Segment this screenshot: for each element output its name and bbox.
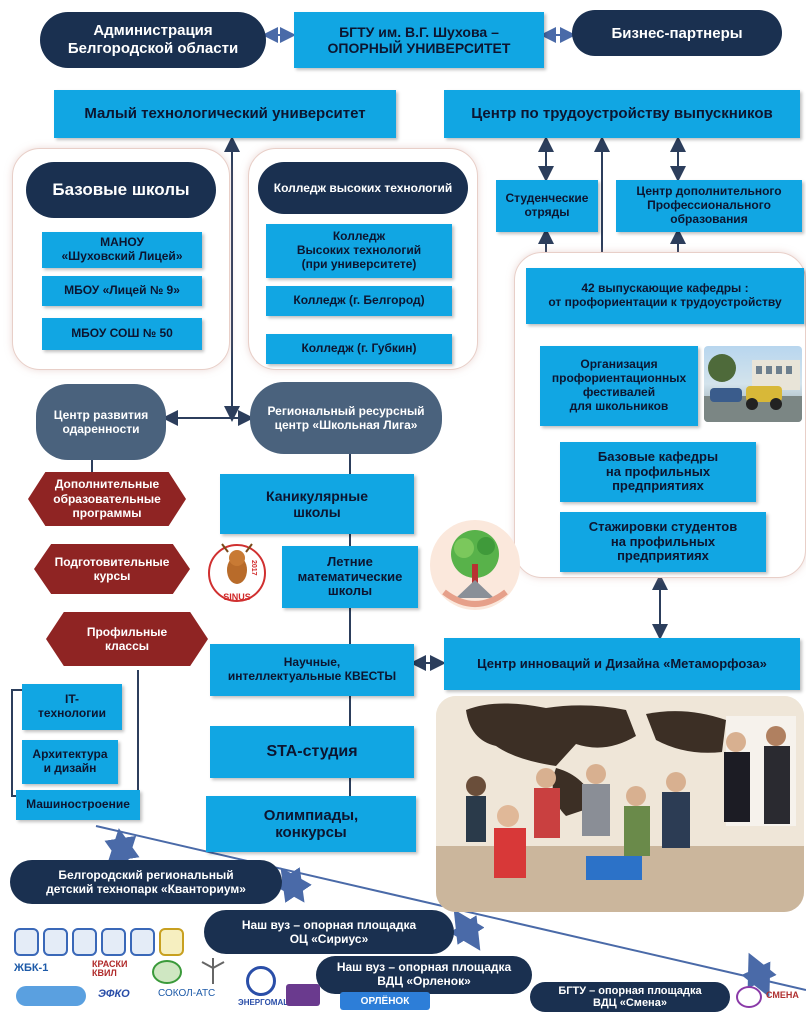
purple-logo-icon [286,984,320,1006]
regional-center-node: Региональный ресурсный центр «Школьная Л… [250,382,442,454]
kvantum-icon [14,928,39,956]
technopark-node: Белгородский региональный детский техноп… [10,860,282,904]
tree-logo [430,520,520,610]
classroom-photo [436,696,804,912]
wind-turbine-icon [198,958,228,984]
kvantum-icon [159,928,184,956]
program-hexagon: Профильные классы [46,612,208,666]
holiday-schools-node: Каникулярные школы [220,474,414,534]
pink-logo-icon [736,986,762,1008]
sinus-year: 2017 [250,560,257,576]
college-item: Колледж (г. Губкин) [266,334,452,364]
talent-center-node: Центр развития одаренности [36,384,166,460]
sirius-node: Наш вуз – опорная площадка ОЦ «Сириус» [204,910,454,954]
kvantum-icon [101,928,126,956]
kvantum-icon [43,928,68,956]
specialization-item: Машиностроение [16,790,140,820]
festival-photo [704,346,802,422]
program-hexagon: Подготовительные курсы [34,544,190,594]
school-item: МБОУ СОШ № 50 [42,318,202,350]
sinus-text: SINUS [223,592,251,602]
logo-zhbk: ЖБК-1 [14,962,49,974]
orlenok-node: Наш вуз – опорная площадка ВДЦ «Орленок» [316,956,532,994]
program-hexagon: Дополнительные образовательные программы [28,472,186,526]
college-item: Колледж (г. Белгород) [266,286,452,316]
sta-studio-node: STA-студия [210,726,414,778]
summer-schools-node: Летние математические школы [282,546,418,608]
university-node: БГТУ им. В.Г. Шухова – ОПОРНЫЙ УНИВЕРСИТ… [294,12,544,68]
logo-kraski: КРАСКИ КВИЛ [92,959,128,979]
logo-sokol: СОКОЛ-АТС [158,988,216,999]
departments-node: 42 выпускающие кафедры : от профориентац… [526,268,804,324]
college-title: Колледж высоких технологий [258,162,468,214]
leaf-logo-icon [152,960,182,984]
specialization-item: IT- технологии [22,684,122,730]
swirl-logo-icon [16,986,86,1006]
logo-smena: СМЕНА [766,990,799,1000]
school-item: МАНОУ «Шуховский Лицей» [42,232,202,268]
smena-node: БГТУ – опорная площадка ВДЦ «Смена» [530,982,730,1012]
base-departments-node: Базовые кафедры на профильных предприяти… [560,442,756,502]
extra-education-node: Центр дополнительного Профессионального … [616,180,802,232]
admin-node: Администрация Белгородской области [40,12,266,68]
festivals-node: Организация профориентационных фестивале… [540,346,698,426]
kvantorium-logos [14,928,184,956]
logo-orlenok: ОРЛЁНОК [340,992,430,1010]
quests-node: Научные, интеллектуальные КВЕСТЫ [210,644,414,696]
school-item: МБОУ «Лицей № 9» [42,276,202,306]
student-teams-node: Студенческие отряды [496,180,598,232]
specialization-item: Архитектура и дизайн [22,740,118,784]
small-university-node: Малый технологический университет [54,90,396,138]
logo-energomash: ЭНЕРГОМАШ [238,998,292,1007]
kvantum-icon [72,928,97,956]
energomash-circle-icon [246,966,276,996]
employment-center-node: Центр по трудоустройству выпускников [444,90,800,138]
logo-efko: ЭФКО [98,988,130,1000]
college-item: Колледж Высоких технологий (при универси… [266,224,452,278]
olympiads-node: Олимпиады, конкурсы [206,796,416,852]
internships-node: Стажировки студентов на профильных предп… [560,512,766,572]
sinus-logo: SINUS 2017 [206,540,268,610]
partners-node: Бизнес-партнеры [572,10,782,56]
kvantum-icon [130,928,155,956]
innovation-center-node: Центр инноваций и Дизайна «Метаморфоза» [444,638,800,690]
base-schools-title: Базовые школы [26,162,216,218]
